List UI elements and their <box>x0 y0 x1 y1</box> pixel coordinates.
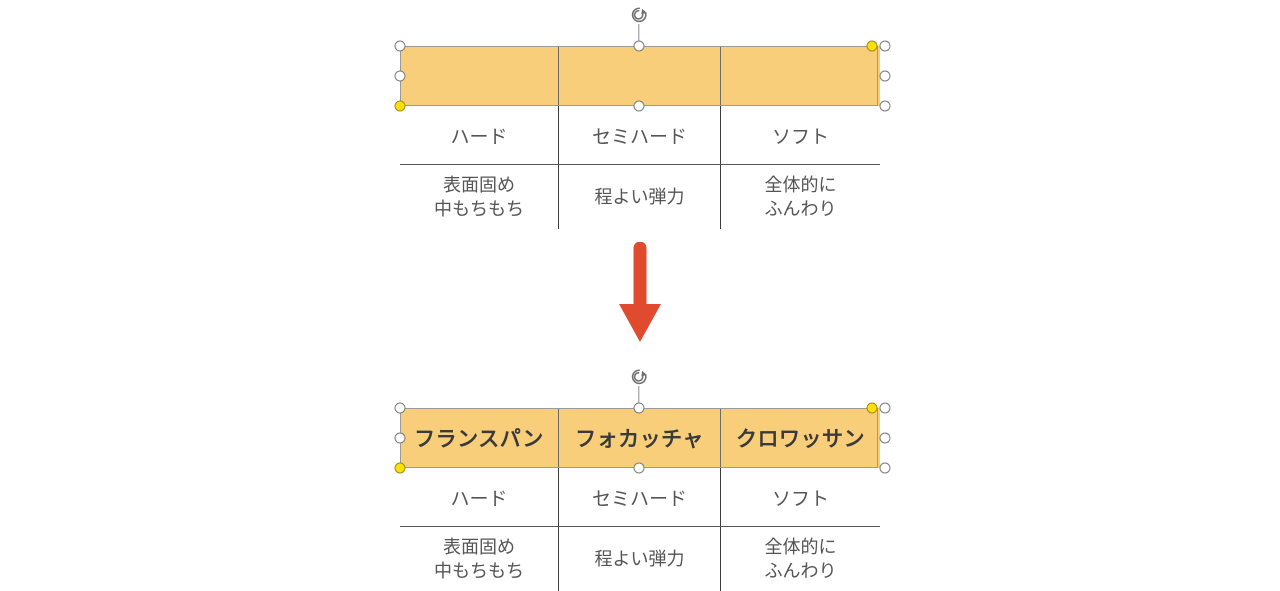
handle-bottom-right[interactable] <box>880 101 891 112</box>
handle-middle-right[interactable] <box>880 71 891 82</box>
handle-top-right-outer[interactable] <box>880 403 891 414</box>
before-table: ハード セミハード ソフト 表面固め 中もちもち 程よい弾力 全体的に ふんわり <box>400 46 880 229</box>
handle-top-right-outer[interactable] <box>880 41 891 52</box>
before-description-cell-2: 程よい弾力 <box>559 165 721 230</box>
after-desc-2-line-1: 程よい弾力 <box>595 549 685 569</box>
after-description-row: 表面固め 中もちもち 程よい弾力 全体的に ふんわり <box>400 527 880 591</box>
rotate-icon[interactable] <box>628 366 650 388</box>
handle-top-left[interactable] <box>395 41 406 52</box>
before-header-cell-3[interactable] <box>721 46 881 106</box>
before-category-row: ハード セミハード ソフト <box>400 106 880 165</box>
after-description-cell-3: 全体的に ふんわり <box>721 527 881 591</box>
after-description-cell-1: 表面固め 中もちもち <box>400 527 559 591</box>
before-desc-2-line-1: 程よい弾力 <box>595 187 685 207</box>
after-category-cell-3: ソフト <box>721 468 881 527</box>
before-category-cell-2: セミハード <box>559 106 721 165</box>
rotate-icon[interactable] <box>628 4 650 26</box>
after-desc-1-line-1: 表面固め <box>443 537 515 557</box>
after-desc-3-line-1: 全体的に <box>765 537 837 557</box>
before-desc-3-line-1: 全体的に <box>765 175 837 195</box>
before-description-cell-1: 表面固め 中もちもち <box>400 165 559 230</box>
handle-top-center[interactable] <box>634 41 645 52</box>
handle-bottom-right[interactable] <box>880 463 891 474</box>
handle-middle-right[interactable] <box>880 433 891 444</box>
after-table: フランスパン フォカッチャ クロワッサン ハード セミハード ソフト 表面固め … <box>400 408 880 591</box>
after-category-row: ハード セミハード ソフト <box>400 468 880 527</box>
before-desc-1-line-2: 中もちもち <box>434 199 524 219</box>
after-desc-1-line-2: 中もちもち <box>434 561 524 581</box>
before-category-cell-1: ハード <box>400 106 559 165</box>
before-category-cell-3: ソフト <box>721 106 881 165</box>
handle-middle-left[interactable] <box>395 71 406 82</box>
after-category-cell-1: ハード <box>400 468 559 527</box>
after-desc-3-line-2: ふんわり <box>765 561 837 581</box>
before-description-cell-3: 全体的に ふんわり <box>721 165 881 230</box>
before-table-block: ハード セミハード ソフト 表面固め 中もちもち 程よい弾力 全体的に ふんわり <box>400 46 878 229</box>
before-header-row[interactable] <box>400 46 880 106</box>
after-description-cell-2: 程よい弾力 <box>559 527 721 591</box>
before-desc-1-line-1: 表面固め <box>443 175 515 195</box>
after-header-cell-2[interactable]: フォカッチャ <box>559 408 721 468</box>
after-header-cell-3[interactable]: クロワッサン <box>721 408 881 468</box>
before-desc-3-line-2: ふんわり <box>765 199 837 219</box>
handle-bottom-left[interactable] <box>395 463 406 474</box>
before-header-cell-2[interactable] <box>559 46 721 106</box>
before-header-cell-1[interactable] <box>400 46 559 106</box>
before-description-row: 表面固め 中もちもち 程よい弾力 全体的に ふんわり <box>400 165 880 230</box>
handle-top-left[interactable] <box>395 403 406 414</box>
after-header-cell-1[interactable]: フランスパン <box>400 408 559 468</box>
handle-bottom-center[interactable] <box>634 463 645 474</box>
handle-bottom-left[interactable] <box>395 101 406 112</box>
handle-top-center[interactable] <box>634 403 645 414</box>
handle-top-right[interactable] <box>867 403 878 414</box>
handle-top-right[interactable] <box>867 41 878 52</box>
handle-middle-left[interactable] <box>395 433 406 444</box>
after-header-row[interactable]: フランスパン フォカッチャ クロワッサン <box>400 408 880 468</box>
handle-bottom-center[interactable] <box>634 101 645 112</box>
after-category-cell-2: セミハード <box>559 468 721 527</box>
after-table-block: フランスパン フォカッチャ クロワッサン ハード セミハード ソフト 表面固め … <box>400 408 878 591</box>
down-arrow-icon <box>612 242 668 347</box>
